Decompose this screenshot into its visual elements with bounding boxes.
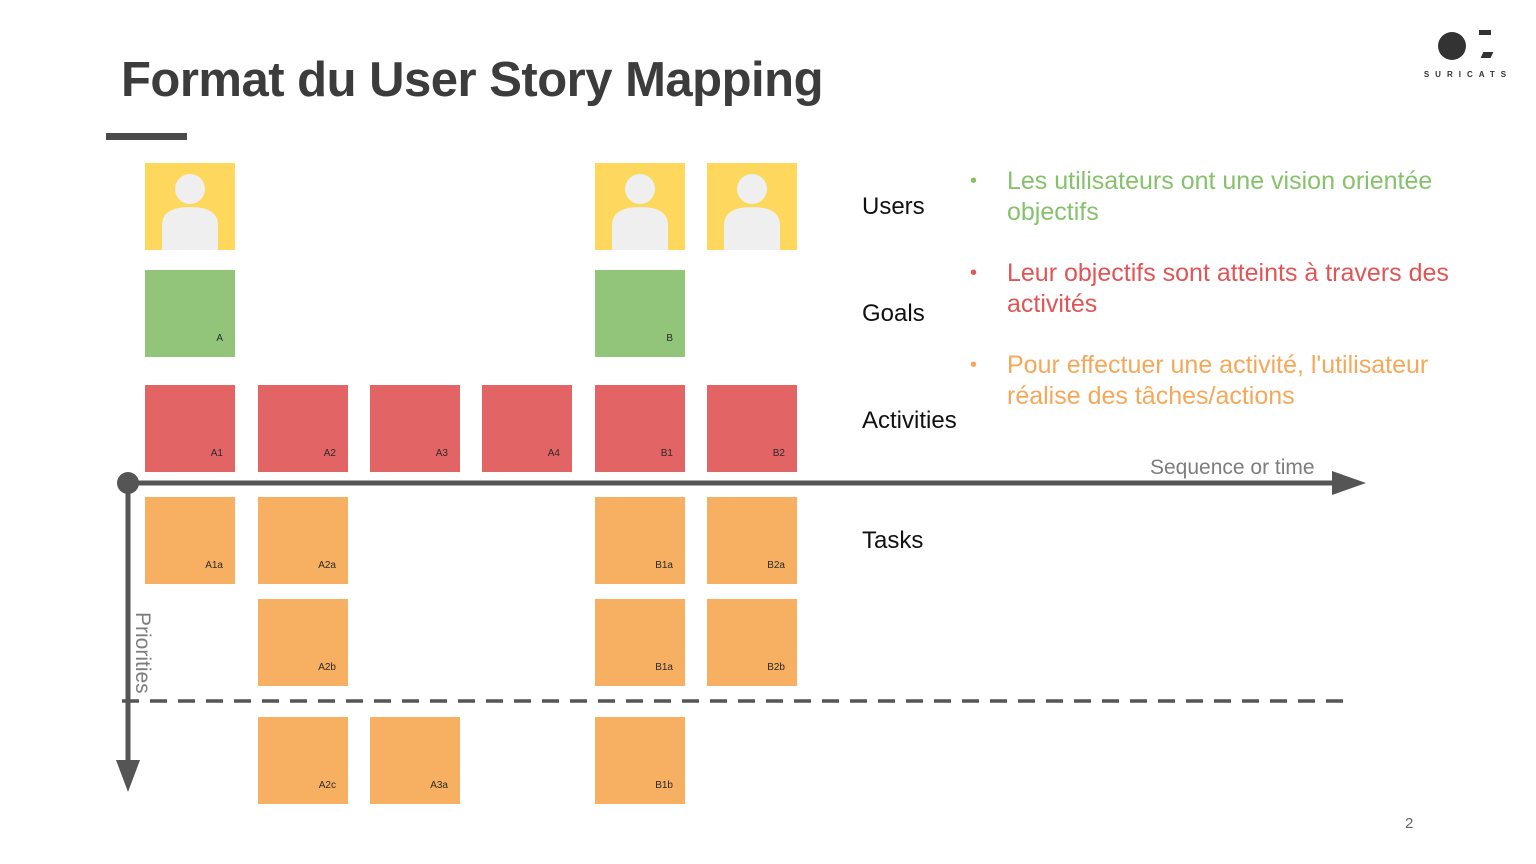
sequence-axis-label: Sequence or time xyxy=(1150,456,1315,479)
task-label: B1a xyxy=(655,662,673,673)
bullet-text: Leur objectifs sont atteints à travers d… xyxy=(1007,259,1449,318)
task-card: A1a xyxy=(145,497,235,584)
activity-label: B1 xyxy=(660,448,673,459)
bullet-text: Les utilisateurs ont une vision orientée… xyxy=(1007,167,1433,226)
row-label-activities: Activities xyxy=(862,407,957,434)
goal-card: A xyxy=(145,270,235,357)
activity-label: A4 xyxy=(547,448,560,459)
user-icon xyxy=(162,174,218,250)
task-label: B1a xyxy=(655,560,673,571)
row-label-tasks: Tasks xyxy=(862,527,924,554)
logo-text: SURICATS xyxy=(1423,70,1513,79)
bullet-item: • Leur objectifs sont atteints à travers… xyxy=(965,258,1485,320)
page-number: 2 xyxy=(1405,815,1414,832)
explanation-bullet-list: • Les utilisateurs ont une vision orient… xyxy=(965,166,1485,442)
row-label-users: Users xyxy=(862,193,925,220)
logo-dot-icon xyxy=(1438,32,1466,60)
logo-mark-icon xyxy=(1479,30,1491,35)
goal-label: B xyxy=(666,333,673,344)
user-card xyxy=(145,163,235,250)
task-label: A2c xyxy=(318,780,336,791)
bullet-dot-icon: • xyxy=(970,262,978,284)
task-label: B2b xyxy=(767,662,785,673)
bullet-item: • Pour effectuer une activité, l'utilisa… xyxy=(965,350,1485,412)
user-icon xyxy=(612,174,668,250)
slide-title: Format du User Story Mapping xyxy=(121,53,824,107)
activity-label: A2 xyxy=(323,448,336,459)
priority-axis-arrow-icon xyxy=(116,760,140,792)
user-icon xyxy=(724,174,780,250)
axis-origin-dot xyxy=(117,472,139,494)
bullet-text: Pour effectuer une activité, l'utilisate… xyxy=(1007,351,1429,410)
task-label: A3a xyxy=(430,780,448,791)
task-label: A1a xyxy=(205,560,223,571)
activity-label: A3 xyxy=(435,448,448,459)
sequence-axis-arrow-icon xyxy=(1332,471,1366,495)
bullet-item: • Les utilisateurs ont une vision orient… xyxy=(965,166,1485,228)
user-card xyxy=(707,163,797,250)
priority-axis-label: Priorities xyxy=(131,612,154,694)
user-card xyxy=(595,163,685,250)
task-card: A3a xyxy=(370,717,460,804)
task-card: B1a xyxy=(595,599,685,686)
task-card: A2a xyxy=(258,497,348,584)
task-card: B2b xyxy=(707,599,797,686)
bullet-dot-icon: • xyxy=(970,354,978,376)
activity-label: B2 xyxy=(772,448,785,459)
activity-card: A3 xyxy=(370,385,460,472)
task-card: B1a xyxy=(595,497,685,584)
task-label: A2b xyxy=(318,662,336,673)
activity-card: A1 xyxy=(145,385,235,472)
title-underline xyxy=(106,133,187,140)
row-label-goals: Goals xyxy=(862,300,925,327)
activity-label: A1 xyxy=(210,448,223,459)
task-card: A2b xyxy=(258,599,348,686)
activity-card: A2 xyxy=(258,385,348,472)
task-card: A2c xyxy=(258,717,348,804)
task-card: B2a xyxy=(707,497,797,584)
bullet-dot-icon: • xyxy=(970,170,978,192)
activity-card: A4 xyxy=(482,385,572,472)
task-label: B1b xyxy=(655,780,673,791)
task-label: B2a xyxy=(767,560,785,571)
activity-card: B1 xyxy=(595,385,685,472)
suricats-logo: SURICATS xyxy=(1410,28,1526,84)
task-label: A2a xyxy=(318,560,336,571)
task-card: B1b xyxy=(595,717,685,804)
goal-card: B xyxy=(595,270,685,357)
goal-label: A xyxy=(216,333,223,344)
activity-card: B2 xyxy=(707,385,797,472)
